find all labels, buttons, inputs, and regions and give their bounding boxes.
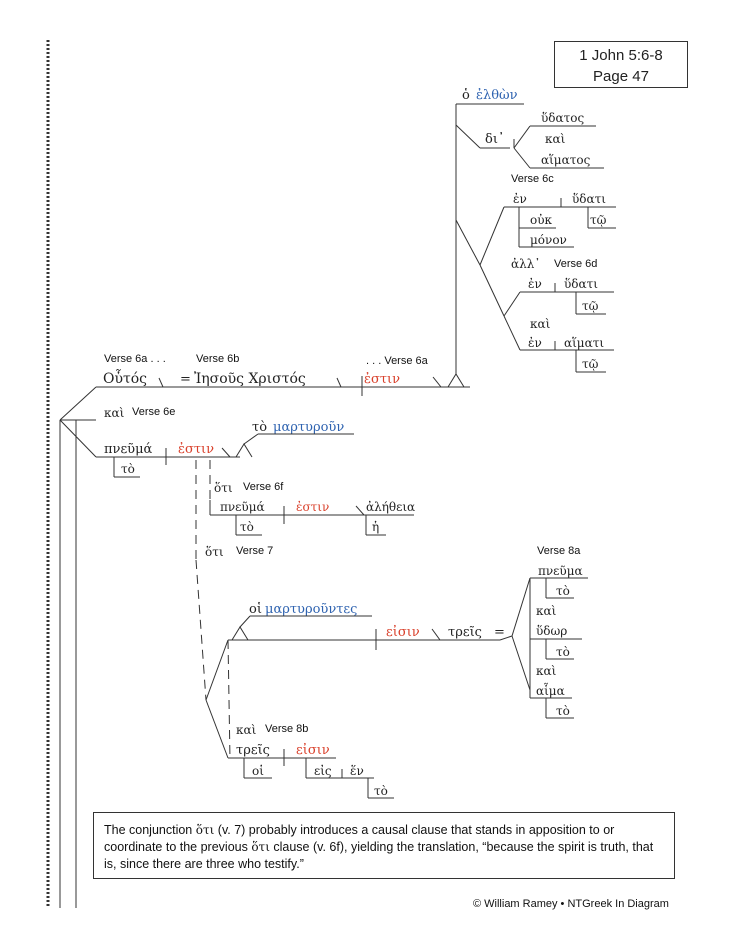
- word-to-3: τῷ: [582, 357, 599, 371]
- label-verse-6f: Verse 6f: [243, 481, 284, 493]
- word-en-1: ἐν: [513, 192, 527, 206]
- word-to-2: τῷ: [582, 299, 599, 313]
- word-houtos: Οὗτός: [103, 371, 148, 387]
- label-verse-6c: Verse 6c: [511, 173, 554, 185]
- word-haimatos: αἵματος: [541, 153, 591, 167]
- word-haimati: αἵματι: [564, 336, 605, 350]
- word-hoti-1: ὅτι: [214, 481, 233, 495]
- reference-title: 1 John 5:6-8: [579, 47, 663, 64]
- word-kai-1: καὶ: [545, 132, 566, 146]
- label-verse-6b: Verse 6b: [196, 353, 240, 365]
- word-pneuma-1: πνεῦμά: [104, 442, 153, 457]
- word-ouk: οὐκ: [530, 213, 553, 227]
- word-kai-6e: καὶ: [104, 406, 125, 420]
- word-pneuma-3: πνεῦμα: [538, 564, 583, 578]
- copyright-footer: © William Ramey • NTGreek In Diagram: [473, 898, 669, 910]
- word-to-hydor: τὸ: [556, 645, 570, 659]
- label-verse-6a-start: Verse 6a . . .: [104, 353, 166, 365]
- word-all: ἀλλ᾽: [511, 257, 541, 271]
- label-verse-6a-end: . . . Verse 6a: [366, 355, 428, 367]
- word-ho: ὁ: [462, 88, 470, 103]
- word-hydor: ὕδωρ: [536, 624, 568, 638]
- word-monon: μόνον: [530, 233, 567, 247]
- word-en-3: ἐν: [528, 336, 542, 350]
- verb-eisin-1: εἰσιν: [386, 625, 420, 640]
- word-haima: αἷμα: [536, 684, 565, 698]
- reference-page: Page 47: [593, 68, 649, 85]
- note-part-3: clause (v. 6f), yielding the translation…: [104, 840, 654, 871]
- participle-elthon: ἐλθὼν: [476, 88, 518, 103]
- word-to-pneuma-2: τὸ: [240, 520, 254, 534]
- word-kai-2: καὶ: [530, 317, 551, 331]
- word-di: δι᾽: [485, 132, 505, 147]
- word-treis-2: τρεῖς: [236, 743, 270, 758]
- word-to-martyroun: τὸ: [252, 420, 268, 435]
- word-hoi-1: οἱ: [249, 602, 262, 617]
- explanatory-note: The conjunction ὅτι (v. 7) probably intr…: [93, 812, 675, 879]
- word-pneuma-2: πνεῦμά: [220, 500, 265, 514]
- label-verse-6d: Verse 6d: [554, 258, 598, 270]
- word-to-haima: τὸ: [556, 704, 570, 718]
- word-hudati-2: ὕδατι: [564, 277, 598, 291]
- label-verse-7: Verse 7: [236, 545, 274, 557]
- participle-martyrountes: μαρτυροῦντες: [265, 602, 358, 617]
- word-eis: εἰς: [314, 764, 332, 778]
- equals-sign: =: [180, 372, 191, 387]
- word-to-pneuma-1: τὸ: [121, 462, 135, 476]
- reference-box: 1 John 5:6-8 Page 47: [554, 41, 688, 88]
- word-to-hen: τὸ: [374, 784, 388, 798]
- word-hoti-2: ὅτι: [205, 545, 224, 559]
- word-to-pneuma-3: τὸ: [556, 584, 570, 598]
- verb-estin-main: ἐστιν: [364, 372, 401, 387]
- participle-martyroun: μαρτυροῦν: [273, 420, 345, 435]
- word-hoi-2: οἱ: [252, 764, 264, 778]
- word-hen: ἕν: [350, 764, 364, 778]
- equals-sign-2: =: [494, 625, 505, 640]
- word-kai-3: καὶ: [536, 604, 557, 618]
- label-verse-8b: Verse 8b: [265, 723, 309, 735]
- label-verse-8a: Verse 8a: [537, 545, 581, 557]
- word-hudati-1: ὕδατι: [572, 192, 606, 206]
- word-en-2: ἐν: [528, 277, 542, 291]
- verb-estin-6f: ἐστιν: [296, 500, 330, 514]
- note-hoti-b: ὅτι: [251, 840, 270, 854]
- note-part-2: (v. 7) probably introduces a causal clau…: [104, 823, 615, 854]
- word-treis-1: τρεῖς: [448, 625, 482, 640]
- word-to-1: τῷ: [590, 213, 607, 227]
- verb-eisin-2: εἰσιν: [296, 743, 330, 758]
- word-hudatos: ὕδατος: [541, 111, 585, 125]
- word-aletheia: ἀλήθεια: [366, 500, 416, 514]
- word-kai-4: καὶ: [536, 664, 557, 678]
- note-hoti-a: ὅτι: [195, 823, 215, 837]
- note-part-1: The conjunction: [104, 823, 196, 837]
- word-kai-8b: καὶ: [236, 723, 257, 737]
- word-he: ἡ: [372, 520, 380, 534]
- verb-estin-6e: ἐστιν: [178, 442, 215, 457]
- word-iesous-christos: Ἰησοῦς Χριστός: [194, 371, 306, 387]
- label-verse-6e: Verse 6e: [132, 406, 176, 418]
